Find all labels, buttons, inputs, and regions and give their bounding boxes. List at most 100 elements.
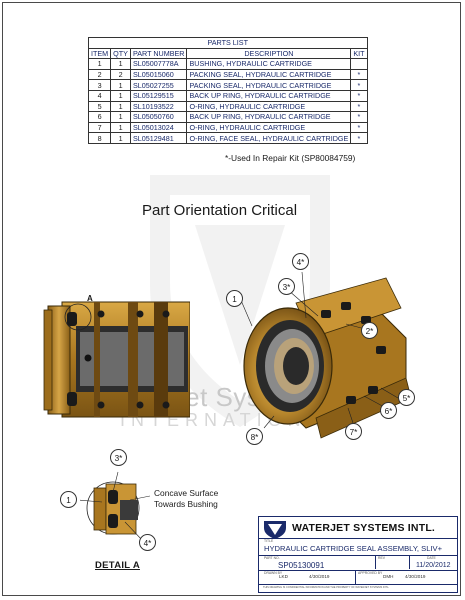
section-label-a: A bbox=[87, 294, 93, 303]
title-block-divider bbox=[259, 584, 457, 585]
title-block: WATERJET SYSTEMS INTL. TITLE HYDRAULIC C… bbox=[258, 516, 458, 593]
description-cell: BUSHING, HYDRAULIC CARTRIDGE bbox=[186, 58, 352, 70]
item-cell: 5 bbox=[87, 100, 112, 113]
company-logo-icon bbox=[264, 521, 286, 539]
parts-list-table: PARTS LIST ITEM QTY PART NUMBER DESCRIPT… bbox=[87, 37, 368, 144]
kit-cell bbox=[350, 58, 368, 70]
detail-callout-1: 1 bbox=[60, 491, 77, 508]
approved-by: DMH bbox=[383, 574, 394, 579]
qty-cell: 1 bbox=[110, 58, 131, 70]
kit-cell: * bbox=[350, 121, 368, 134]
title-block-divider bbox=[259, 555, 457, 556]
description-cell: BACK UP RING, HYDRAULIC CARTRIDGE bbox=[186, 111, 352, 123]
part-number-cell: SL10193522 bbox=[129, 100, 188, 113]
callout-8: 8* bbox=[246, 428, 263, 445]
approved-date: 4/30/2019 bbox=[405, 574, 426, 579]
company-name: WATERJET SYSTEMS INTL. bbox=[292, 522, 436, 534]
drawn-by-label: DRAWN BY bbox=[264, 571, 283, 575]
kit-cell: * bbox=[350, 100, 368, 113]
parts-list-caption: PARTS LIST bbox=[88, 37, 368, 49]
detail-callout-4: 4* bbox=[139, 534, 156, 551]
kit-note: *-Used In Repair Kit (SP80084759) bbox=[225, 153, 356, 163]
rev-label: REV bbox=[378, 556, 385, 560]
description-cell: O-RING, FACE SEAL, HYDRAULIC CARTRIDGE bbox=[186, 132, 352, 144]
confidential-footer: THIS DRAWING IS CONFIDENTIAL INFORMATION… bbox=[263, 586, 390, 589]
callout-4: 4* bbox=[292, 253, 309, 270]
detail-title: DETAIL A bbox=[95, 560, 140, 571]
qty-cell: 1 bbox=[110, 121, 131, 134]
col-header-item: ITEM bbox=[87, 47, 112, 60]
col-header-qty: QTY bbox=[110, 47, 131, 60]
orientation-heading: Part Orientation Critical bbox=[142, 202, 298, 219]
detail-a-drawing bbox=[80, 471, 150, 541]
drawing-date: 11/20/2012 bbox=[416, 562, 451, 569]
part-number-cell: SL05027255 bbox=[129, 79, 188, 91]
qty-cell: 1 bbox=[110, 100, 131, 113]
title-block-divider bbox=[409, 555, 410, 569]
detail-note-line2: Towards Bushing bbox=[154, 499, 218, 509]
description-cell: PACKING SEAL, HYDRAULIC CARTRIDGE bbox=[186, 68, 352, 81]
description-cell: O-RING, HYDRAULIC CARTRIDGE bbox=[186, 100, 352, 113]
callout-3: 3* bbox=[278, 278, 295, 295]
detail-note: Concave Surface Towards Bushing bbox=[154, 488, 218, 510]
callout-2: 2* bbox=[361, 322, 378, 339]
section-view-drawing bbox=[43, 301, 190, 418]
isometric-cutaway-drawing bbox=[239, 271, 412, 439]
item-cell: 8 bbox=[87, 132, 112, 144]
kit-cell: * bbox=[350, 111, 368, 123]
part-number-cell: SL05129481 bbox=[129, 132, 188, 144]
kit-cell: * bbox=[350, 79, 368, 91]
detail-note-line1: Concave Surface bbox=[154, 488, 219, 498]
qty-cell: 1 bbox=[110, 111, 131, 123]
item-cell: 1 bbox=[87, 58, 112, 70]
callout-5: 5* bbox=[398, 389, 415, 406]
callout-6: 6* bbox=[380, 402, 397, 419]
title-block-divider bbox=[375, 555, 376, 569]
item-cell: 7 bbox=[87, 121, 112, 134]
drawing-title: HYDRAULIC CARTRIDGE SEAL ASSEMBLY, SLIV+ bbox=[264, 544, 443, 553]
drawing-sheet bbox=[2, 2, 461, 596]
part-number-cell: SL05050760 bbox=[129, 111, 188, 123]
kit-cell: * bbox=[350, 132, 368, 144]
date-label: DATE bbox=[427, 556, 436, 560]
part-number-cell: SL05015060 bbox=[129, 68, 188, 81]
description-cell: PACKING SEAL, HYDRAULIC CARTRIDGE bbox=[186, 79, 352, 91]
item-cell: 2 bbox=[87, 68, 112, 81]
item-cell: 4 bbox=[87, 89, 112, 102]
part-number-cell: SL05129515 bbox=[129, 89, 188, 102]
title-block-divider bbox=[259, 538, 457, 539]
part-number-cell: SL05013024 bbox=[129, 121, 188, 134]
col-header-kit: KIT bbox=[350, 47, 368, 60]
qty-cell: 1 bbox=[110, 89, 131, 102]
description-cell: BACK UP RING, HYDRAULIC CARTRIDGE bbox=[186, 89, 352, 102]
drawn-date: 4/30/2019 bbox=[309, 574, 330, 579]
drawn-by: LKD bbox=[279, 574, 288, 579]
kit-cell: * bbox=[350, 89, 368, 102]
col-header-part-number: PART NUMBER bbox=[129, 47, 188, 60]
col-header-description: DESCRIPTION bbox=[186, 47, 352, 60]
part-no-label: PART NO. bbox=[264, 556, 280, 560]
kit-cell: * bbox=[350, 68, 368, 81]
item-cell: 3 bbox=[87, 79, 112, 91]
part-number-cell: SL05007778A bbox=[129, 58, 188, 70]
item-cell: 6 bbox=[87, 111, 112, 123]
approved-by-label: APPROVED BY bbox=[358, 571, 383, 575]
qty-cell: 2 bbox=[110, 68, 131, 81]
qty-cell: 1 bbox=[110, 132, 131, 144]
description-cell: O-RING, HYDRAULIC CARTRIDGE bbox=[186, 121, 352, 134]
title-block-divider bbox=[355, 570, 356, 584]
detail-callout-3: 3* bbox=[110, 449, 127, 466]
part-number: SP05130091 bbox=[278, 561, 325, 570]
title-block-divider bbox=[259, 570, 457, 571]
title-label: TITLE bbox=[264, 539, 274, 543]
qty-cell: 1 bbox=[110, 79, 131, 91]
